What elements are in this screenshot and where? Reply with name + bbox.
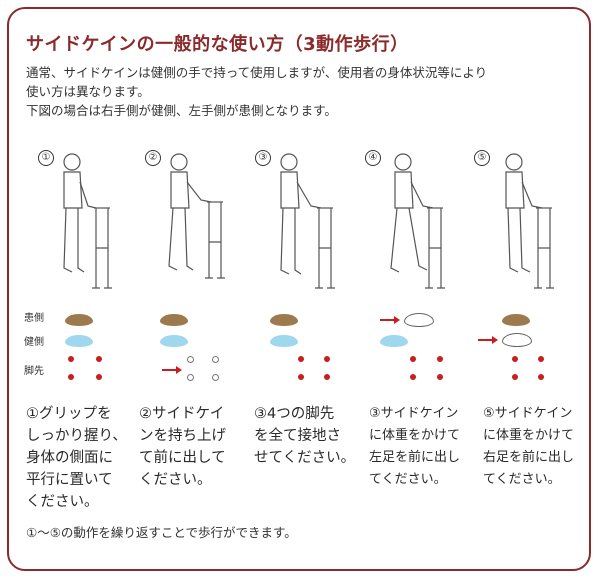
description-line: ③4つの脚先 <box>254 406 335 422</box>
cane-tip-dot <box>212 374 219 381</box>
step-1: ① <box>30 140 142 400</box>
cane-tip-dot <box>512 374 518 380</box>
step-number: ① <box>38 150 54 166</box>
cane-tip-dot <box>96 374 102 380</box>
description-line: ①グリップを <box>26 406 112 422</box>
affected-foot-marker <box>160 314 188 326</box>
cane-tip-dot <box>437 374 443 380</box>
intro-line: 下図の場合は右手側が健側、左手側が患側となります。 <box>26 103 337 118</box>
step-number: ④ <box>365 150 381 166</box>
description-line: を全て接地さ <box>254 428 341 444</box>
cane-tip-dot <box>538 356 544 362</box>
affected-foot-marker <box>502 314 530 326</box>
content-card <box>7 7 591 571</box>
cane-tip-dot <box>298 356 304 362</box>
step-3-description: ③4つの脚先 を全て接地さ せてください。 <box>254 403 355 469</box>
description-line: ⑤サイドケイン <box>483 406 573 421</box>
intro-line: 通常、サイドケインは健側の手で持って使用しますが、使用者の身体状況等により <box>26 65 488 80</box>
page-title: サイドケインの一般的な使い方（3動作歩行） <box>26 34 409 55</box>
description-line: 平行に置いて <box>26 472 113 488</box>
row-label-healthy: 健側 <box>24 337 44 348</box>
description-line: 身体の側面に <box>26 450 113 466</box>
walking-figure-illustration <box>505 153 554 289</box>
step-5: ⑤ <box>466 140 578 400</box>
description-line: ②サイドケイ <box>139 406 225 422</box>
step-number: ② <box>145 150 161 166</box>
walking-figure-illustration <box>390 153 445 289</box>
walking-figure-illustration <box>168 153 225 279</box>
cane-tip-dot <box>96 356 102 362</box>
walking-figure-illustration <box>280 153 335 289</box>
movement-arrow <box>478 336 498 344</box>
cane-tip-dot <box>324 374 330 380</box>
step-1-description: ①グリップを しっかり握り、 身体の側面に 平行に置いて ください。 <box>26 403 127 513</box>
movement-arrow <box>162 366 182 374</box>
healthy-foot-marker <box>65 335 93 347</box>
intro-line: 使い方は異なります。 <box>26 84 150 99</box>
healthy-foot-marker <box>160 335 188 347</box>
step-5-description: ⑤サイドケイン に体重をかけて 右足を前に出し てください。 <box>483 403 574 491</box>
cane-tip-dot <box>324 356 330 362</box>
step-number: ③ <box>255 150 271 166</box>
affected-foot-outline-marker <box>404 313 434 327</box>
description-line: ③サイドケイン <box>369 406 459 421</box>
affected-foot-marker <box>270 314 298 326</box>
row-label-cane-tips: 脚先 <box>24 366 44 377</box>
step-4-description: ③サイドケイン に体重をかけて 左足を前に出し てください。 <box>369 403 460 491</box>
row-label-affected: 患側 <box>24 313 44 324</box>
description-line: て前に出して <box>139 450 226 466</box>
healthy-foot-marker <box>270 335 298 347</box>
step-number: ⑤ <box>474 150 490 166</box>
cane-tip-dot <box>187 374 194 381</box>
description-line: てください。 <box>483 472 561 487</box>
intro-text: 通常、サイドケインは健側の手で持って使用しますが、使用者の身体状況等により 使い… <box>26 63 487 120</box>
healthy-foot-outline-marker <box>502 333 532 347</box>
affected-foot-marker <box>65 314 93 326</box>
description-line: しっかり握り、 <box>26 428 127 444</box>
step-4: ④ <box>357 140 469 400</box>
description-line: ください。 <box>26 494 99 510</box>
cane-tip-dot <box>68 374 74 380</box>
cane-tip-dot <box>512 356 518 362</box>
cane-tip-dot <box>437 356 443 362</box>
cane-tip-dot <box>187 356 194 363</box>
healthy-foot-marker <box>380 335 408 347</box>
description-line: 左足を前に出し <box>369 450 461 465</box>
description-line: に体重をかけて <box>369 428 461 443</box>
movement-arrow <box>380 316 400 324</box>
description-line: 右足を前に出し <box>483 450 575 465</box>
step-2-description: ②サイドケイ ンを持ち上げ て前に出して ください。 <box>139 403 226 491</box>
description-line: ンを持ち上げ <box>139 428 226 444</box>
cane-tip-dot <box>538 374 544 380</box>
cane-tip-dot <box>212 356 219 363</box>
description-line: ください。 <box>139 472 212 488</box>
step-2: ② <box>137 140 249 400</box>
description-line: てください。 <box>369 472 447 487</box>
step-3: ③ <box>247 140 359 400</box>
description-line: に体重をかけて <box>483 428 575 443</box>
cane-tip-dot <box>410 356 416 362</box>
walking-figure-illustration <box>63 153 112 289</box>
cane-tip-dot <box>68 356 74 362</box>
description-line: せてください。 <box>254 450 356 466</box>
cane-tip-dot <box>410 374 416 380</box>
cane-tip-dot <box>298 374 304 380</box>
footer-note: ①〜⑤の動作を繰り返すことで歩行ができます。 <box>26 525 297 540</box>
